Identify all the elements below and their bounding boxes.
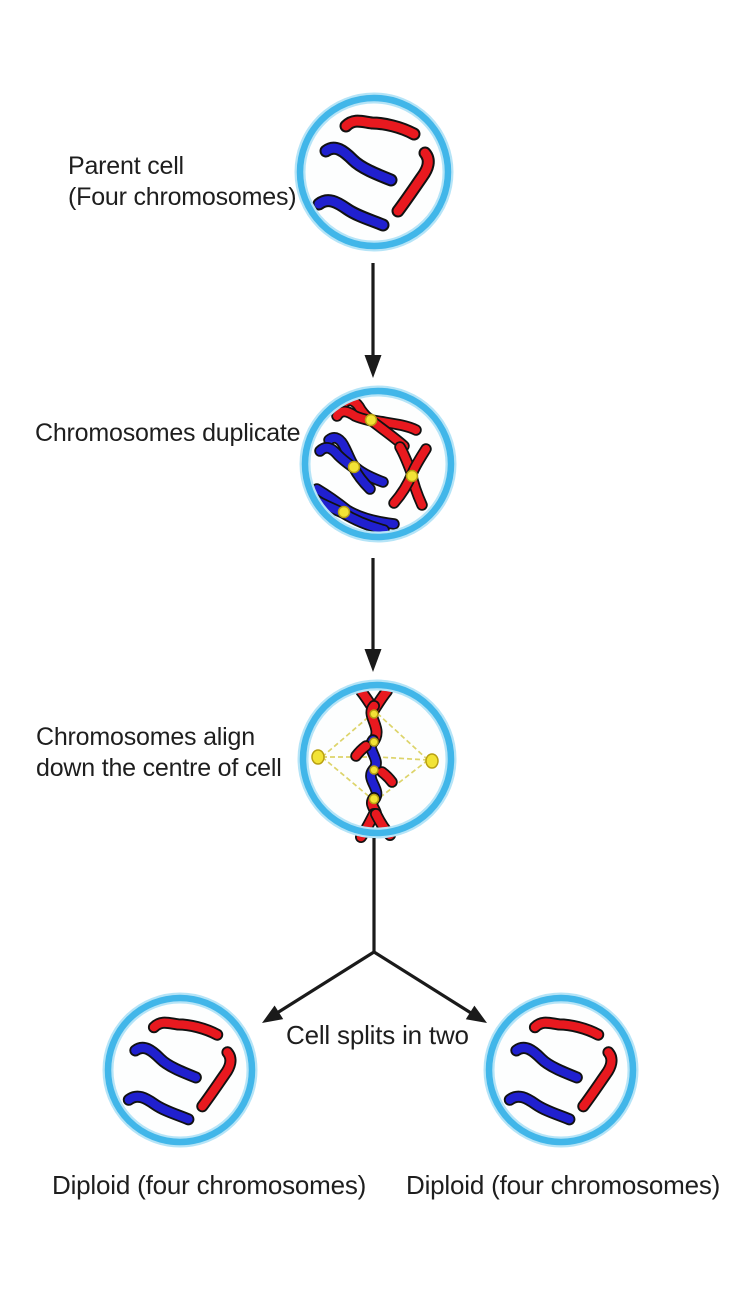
duplicated-cell [299,385,457,543]
duplicated-cell-membrane [301,387,455,541]
daughter-cell-left [102,992,258,1148]
blue-duplicated-chromosome-middle [314,432,389,495]
parent-cell [294,92,454,252]
metaphase-cell-membrane [299,681,455,837]
parent-cell-label-line2: (Four chromosomes) [68,183,297,211]
duplicate-label: Chromosomes duplicate [35,419,301,447]
arrow-parent-to-duplicate [364,263,382,378]
daughter-left-membrane [104,994,256,1146]
red-duplicated-chromosome-top [331,394,422,452]
arrow-duplicate-to-align [364,558,382,672]
align-label-line2: down the centre of cell [36,754,282,782]
daughter-cell-right [483,992,639,1148]
align-label-line1: Chromosomes align [36,723,255,751]
parent-cell-label-line1: Parent cell [68,152,184,180]
diploid-right-label: Diploid (four chromosomes) [406,1170,721,1200]
metaphase-cell [297,679,457,843]
diploid-left-label: Diploid (four chromosomes) [52,1170,367,1200]
daughter-right-membrane [485,994,637,1146]
split-label: Cell splits in two [286,1020,469,1050]
parent-cell-membrane [296,94,452,250]
right-centriole [425,753,439,769]
red-duplicated-chromosome-right [388,441,432,511]
arrow-split [262,838,487,1023]
align-label: Chromosomes align down the centre of cel… [36,722,282,784]
left-centriole [311,749,325,765]
spindle-fibers [321,713,429,800]
parent-cell-label: Parent cell (Four chromosomes) [68,151,297,213]
